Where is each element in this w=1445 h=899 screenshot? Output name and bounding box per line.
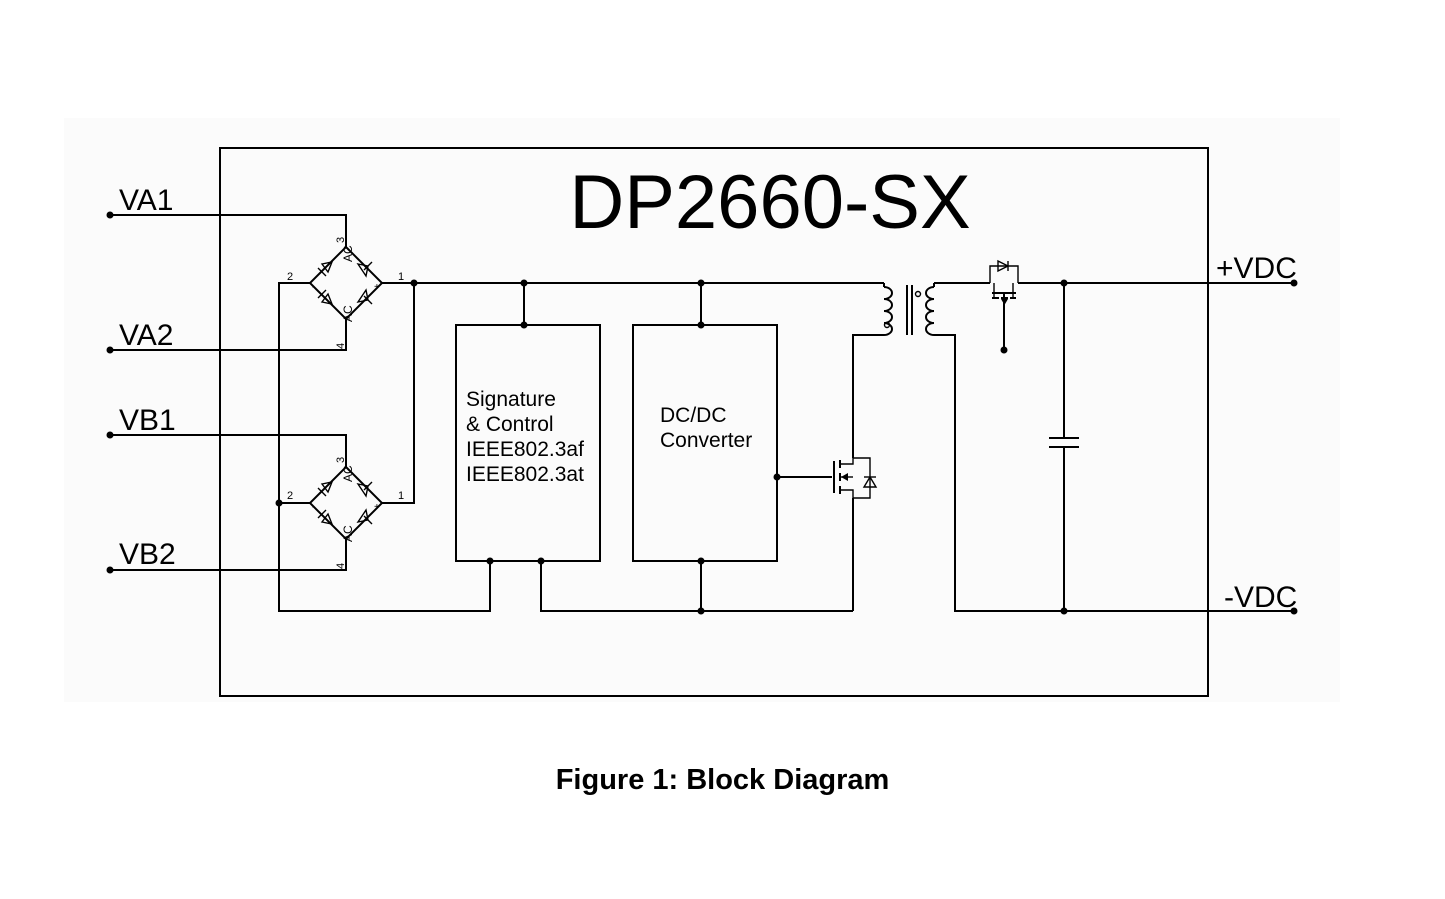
label-pos-vdc: +VDC xyxy=(1216,252,1297,285)
bridge-b-minus: - xyxy=(312,502,315,513)
bridge-b-pin2: 2 xyxy=(287,490,293,502)
output-capacitor xyxy=(1049,279,1079,615)
label-vb1: VB1 xyxy=(119,404,176,437)
bridge-a-pin3: 3 xyxy=(335,237,347,243)
bridge-a-ac-top: AC xyxy=(341,245,355,262)
bridge-rectifier-a: AC AC 3 4 2 1 - + xyxy=(287,237,404,349)
signature-line-4: IEEE802.3at xyxy=(466,463,584,486)
rectifier-wiring xyxy=(275,279,491,612)
signature-line-3: IEEE802.3af xyxy=(466,438,584,461)
signature-line-2: & Control xyxy=(466,413,554,436)
bridge-a-minus: - xyxy=(312,282,315,293)
dcdc-line-2: Converter xyxy=(660,429,752,452)
bridge-a-pin1: 1 xyxy=(398,271,404,283)
label-vb2: VB2 xyxy=(119,538,176,571)
dcdc-line-1: DC/DC xyxy=(660,404,727,427)
bridge-a-pin4: 4 xyxy=(335,343,347,349)
primary-return-bus xyxy=(540,476,853,615)
input-wires xyxy=(106,211,347,574)
module-title: DP2660-SX xyxy=(569,160,970,245)
dcdc-converter-block: DC/DC Converter xyxy=(632,324,781,565)
positive-bus xyxy=(414,279,884,329)
bridge-b-pin3: 3 xyxy=(335,457,347,463)
label-neg-vdc: -VDC xyxy=(1224,581,1297,614)
bridge-a-pin2: 2 xyxy=(287,271,293,283)
bridge-b-pin1: 1 xyxy=(398,490,404,502)
bridge-a-plus: + xyxy=(374,282,380,293)
figure-caption: Figure 1: Block Diagram xyxy=(555,764,890,796)
label-va2: VA2 xyxy=(119,319,173,352)
terminal-neg-vdc xyxy=(1290,607,1298,615)
bridge-b-ac-bottom: AC xyxy=(341,525,355,542)
primary-mosfet xyxy=(833,334,884,611)
bridge-b-ac-top: AC xyxy=(341,465,355,482)
signature-control-block: Signature & Control IEEE802.3af IEEE802.… xyxy=(455,324,601,565)
bridge-rectifier-b: AC AC 3 4 2 1 - + xyxy=(287,457,404,569)
signature-line-1: Signature xyxy=(466,388,556,411)
terminal-pos-vdc xyxy=(1290,279,1298,287)
transformer xyxy=(883,283,1294,612)
bridge-b-plus: + xyxy=(374,502,380,513)
bridge-b-pin4: 4 xyxy=(335,563,347,569)
label-va1: VA1 xyxy=(119,184,173,217)
bridge-a-ac-bottom: AC xyxy=(341,305,355,322)
module-outline xyxy=(219,147,1209,697)
